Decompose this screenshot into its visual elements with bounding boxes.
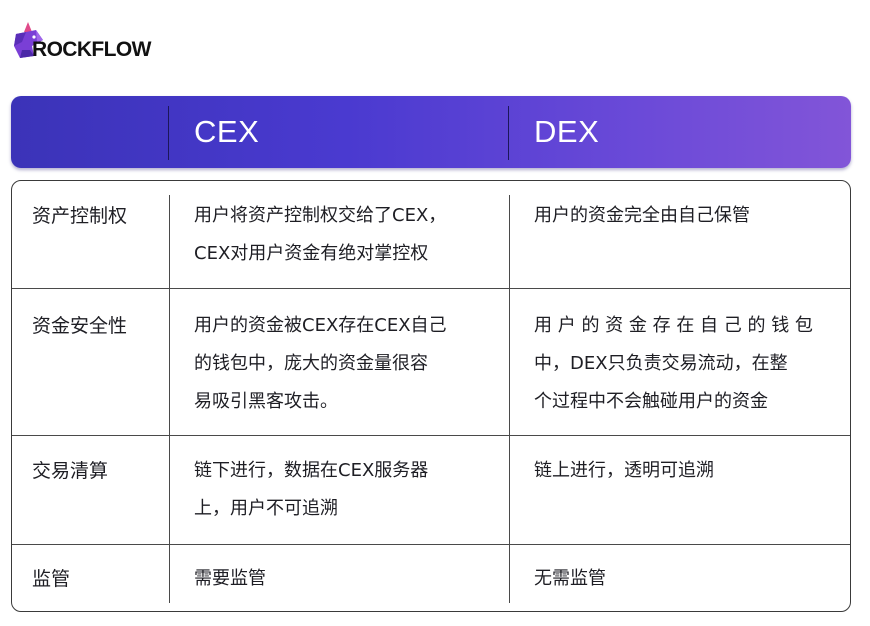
cell-line: 中，DEX只负责交易流动，在整 [534, 353, 788, 374]
unicorn-head-icon [14, 22, 43, 58]
dex-cell: 链上进行，透明可追溯 [534, 452, 714, 490]
rockflow-logo: ROCKFLOW [10, 8, 151, 60]
dex-cell: 用户的资金完全由自己保管 [534, 197, 750, 235]
row-label: 监管 [32, 568, 71, 590]
cell-line: 上，用户不可追溯 [194, 498, 338, 519]
row-divider [12, 435, 850, 436]
cell-line: 链上进行，透明可追溯 [534, 460, 714, 481]
column-divider [509, 195, 510, 603]
comparison-table: 资产控制权 用户将资产控制权交给了CEX， CEX对用户资金有绝对掌控权 用户的… [11, 180, 851, 612]
row-label: 交易清算 [32, 460, 109, 482]
cell-line: 用户将资产控制权交给了CEX， [194, 205, 447, 226]
dex-cell: 无需监管 [534, 560, 606, 598]
header-divider [168, 106, 169, 160]
cell-line: 用 户 的 资 金 存 在 自 己 的 钱 包 [534, 315, 813, 336]
cell-line: 的钱包中，庞大的资金量很容 [194, 353, 428, 374]
cex-cell: 用户将资产控制权交给了CEX， CEX对用户资金有绝对掌控权 [194, 197, 446, 273]
header-dex: DEX [534, 114, 600, 149]
cell-line: 用户的资金完全由自己保管 [534, 205, 750, 226]
header-divider [508, 106, 509, 160]
cell-line: CEX对用户资金有绝对掌控权 [194, 243, 429, 264]
cell-line: 无需监管 [534, 568, 606, 589]
cell-line: 个过程中不会触碰用户的资金 [534, 391, 768, 412]
cex-cell: 需要监管 [194, 560, 266, 598]
row-divider [12, 288, 850, 289]
cell-line: 易吸引黑客攻击。 [194, 391, 338, 412]
header-cex: CEX [194, 114, 260, 149]
cex-cell: 链下进行，数据在CEX服务器 上，用户不可追溯 [194, 452, 428, 528]
dex-cell: 用 户 的 资 金 存 在 自 己 的 钱 包 中，DEX只负责交易流动，在整 … [534, 307, 813, 421]
row-divider [12, 544, 850, 545]
row-label: 资产控制权 [32, 205, 128, 227]
table-header: CEX DEX [11, 96, 851, 168]
logo-wordmark: ROCKFLOW [32, 38, 151, 61]
cell-line: 链下进行，数据在CEX服务器 [194, 460, 429, 481]
cell-line: 用户的资金被CEX存在CEX自己 [194, 315, 447, 336]
cell-line: 需要监管 [194, 568, 266, 589]
column-divider [169, 195, 170, 603]
cex-cell: 用户的资金被CEX存在CEX自己 的钱包中，庞大的资金量很容 易吸引黑客攻击。 [194, 307, 447, 421]
row-label: 资金安全性 [32, 315, 128, 337]
